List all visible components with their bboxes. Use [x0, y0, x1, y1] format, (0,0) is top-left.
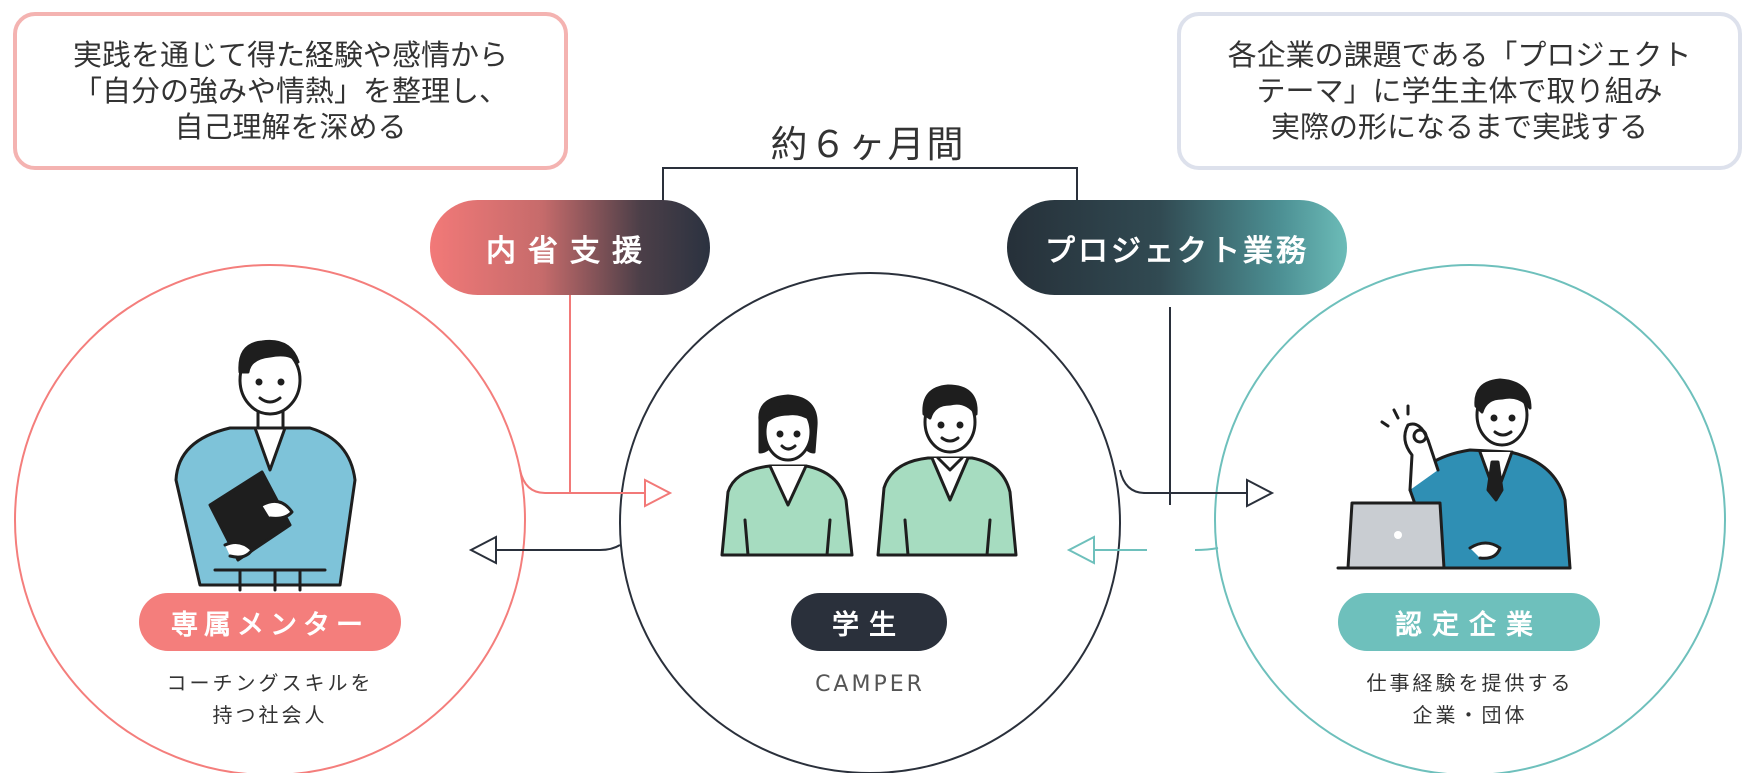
mentor-circle [14, 264, 526, 773]
return-arrow-company [1066, 535, 1219, 565]
duration-bracket [662, 167, 1078, 203]
students-illustration [720, 384, 1018, 557]
project-pill: プロジェクト業務 [1007, 200, 1347, 295]
callout-right-line-3: 実際の形になるまで実践する [1270, 110, 1648, 144]
project-arrow [1119, 307, 1275, 508]
company-label: 認定企業 [1338, 593, 1600, 651]
callout-right-line-2: テーマ」に学生主体で取り組み [1256, 74, 1663, 108]
mentor-illustration [174, 339, 357, 592]
callout-left-line-1: 実践を通じて得た経験や感情から [72, 38, 508, 72]
mentor-label: 専属メンター [139, 593, 401, 651]
support-pill: 内省支援 [430, 200, 710, 295]
mentor-desc-line-1: コーチングスキルを [166, 671, 374, 695]
mentor-desc-line-2: 持つ社会人 [212, 703, 328, 727]
company-description: 仕事経験を提供する 企業・団体 [1325, 667, 1615, 731]
student-label: 学生 [791, 593, 947, 651]
duration-label: 約６ヶ月間 [770, 123, 966, 166]
support-arrow [519, 295, 673, 508]
company-desc-line-1: 仕事経験を提供する [1366, 671, 1574, 695]
businessman-illustration [1336, 378, 1572, 570]
callout-project-theme: 各企業の課題である「プロジェクト テーマ」に学生主体で取り組み 実際の形になるま… [1177, 12, 1742, 170]
return-arrow-mentor [468, 535, 621, 565]
callout-right-line-1: 各企業の課題である「プロジェクト [1227, 38, 1692, 72]
student-circle [619, 272, 1121, 773]
callout-self-understanding: 実践を通じて得た経験や感情から 「自分の強みや情熱」を整理し、 自己理解を深める [13, 12, 568, 170]
student-sublabel: CAMPER [815, 672, 925, 697]
mentor-description: コーチングスキルを 持つ社会人 [130, 667, 410, 731]
company-circle [1214, 264, 1726, 773]
callout-left-line-3: 自己理解を深める [174, 110, 407, 144]
company-desc-line-2: 企業・団体 [1412, 703, 1528, 727]
callout-left-line-2: 「自分の強みや情熱」を整理し、 [72, 74, 508, 108]
